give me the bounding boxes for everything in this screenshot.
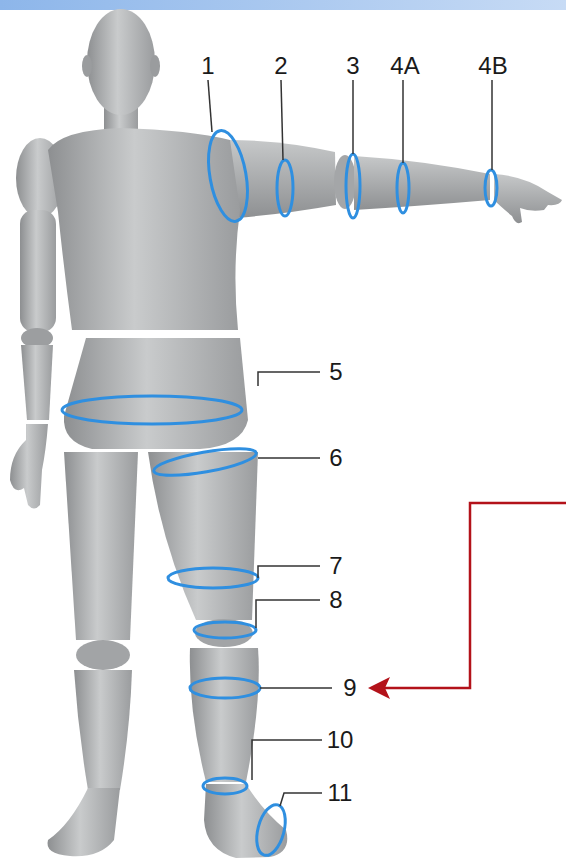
leader-line: [208, 80, 212, 132]
ear: [150, 55, 160, 77]
knee-joint: [76, 640, 130, 670]
measurement-ring: [346, 154, 360, 218]
upper-arm: [20, 210, 56, 332]
callout-number: 4B: [478, 54, 507, 78]
measurement-ring: [485, 170, 497, 206]
leader-line: [258, 457, 320, 459]
foot: [204, 784, 287, 858]
measurement-ring: [152, 443, 258, 481]
callout-number: 8: [329, 588, 342, 612]
upper-arm: [228, 140, 336, 218]
leader-line: [252, 740, 322, 780]
callout-number: 1: [201, 54, 214, 78]
pointer-arrow: [384, 503, 566, 688]
callout-number: 5: [329, 360, 342, 384]
header-band: [0, 0, 566, 10]
measurement-ring: [168, 568, 258, 588]
head: [87, 9, 155, 115]
measurement-ring: [203, 778, 247, 794]
thigh: [148, 452, 258, 620]
measurement-ring: [277, 160, 293, 216]
foot: [47, 788, 120, 856]
callout-number: 2: [274, 54, 287, 78]
leader-line: [260, 687, 332, 689]
callout-number: 10: [327, 728, 354, 752]
leader-line: [258, 372, 320, 386]
measurement-ring: [397, 163, 409, 213]
callout-number: 6: [329, 446, 342, 470]
leader-line: [258, 566, 320, 578]
hand: [10, 424, 48, 509]
arrow-head: [368, 677, 390, 699]
thigh: [64, 452, 138, 640]
measurement-ring: [202, 128, 253, 225]
leader-line: [402, 80, 404, 163]
leader-line: [491, 80, 493, 170]
callout-number: 4A: [390, 54, 419, 78]
measurement-ring: [194, 622, 256, 638]
ear: [82, 55, 92, 77]
hand: [494, 174, 562, 223]
shin: [190, 648, 259, 782]
forearm: [21, 345, 53, 420]
callout-number: 3: [346, 54, 359, 78]
callout-number: 9: [343, 676, 356, 700]
measurement-ring: [252, 802, 291, 859]
leader-line: [256, 600, 320, 628]
measurement-ring: [190, 678, 260, 698]
leader-line: [281, 80, 283, 160]
forearm: [354, 156, 490, 210]
pelvis: [64, 338, 248, 449]
callout-number: 7: [329, 554, 342, 578]
leader-line: [352, 80, 354, 154]
torso: [48, 128, 240, 330]
shin: [74, 670, 132, 790]
callout-number: 11: [328, 781, 353, 805]
measurement-ring: [62, 396, 242, 424]
leader-line: [280, 793, 322, 806]
